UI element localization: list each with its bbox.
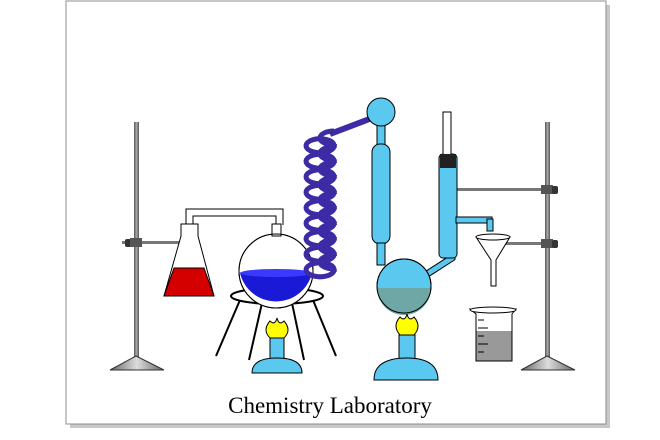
- bunsen-burner-left-icon: [251, 317, 303, 374]
- page-title: Chemistry Laboratory: [228, 393, 432, 418]
- slide-frame: [65, 0, 610, 428]
- bunsen-burner-right-icon: [373, 313, 439, 381]
- retort-stand-left-icon: [109, 122, 186, 371]
- spiral-condenser-icon: [303, 115, 374, 280]
- funnel-icon: [475, 233, 511, 287]
- bulb-adapter-icon: [366, 97, 396, 266]
- retort-stand-right-icon: [452, 122, 576, 371]
- thermometer-icon: [438, 111, 494, 259]
- round-bottom-flask-icon: [238, 223, 314, 309]
- connecting-tube: [185, 208, 284, 225]
- erlenmeyer-flask-icon: [163, 223, 215, 297]
- beaker-icon: [468, 306, 518, 362]
